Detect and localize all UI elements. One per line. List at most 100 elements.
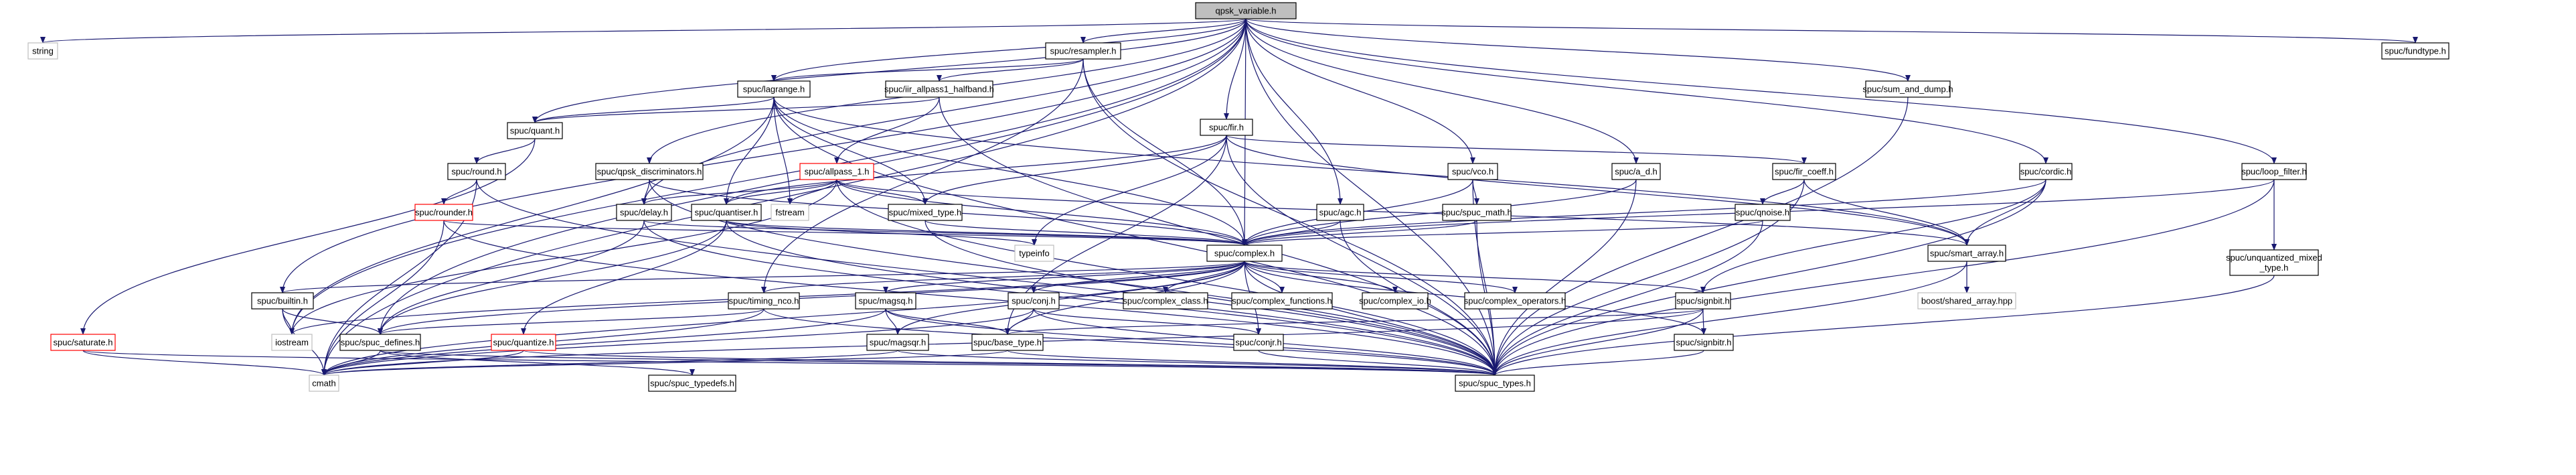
- node-box: [737, 80, 811, 98]
- edge-resampler-to-complex: [1082, 58, 1247, 246]
- node-loop-filter[interactable]: spuc/loop_filter.h: [2241, 163, 2307, 180]
- node-box: [855, 292, 916, 310]
- node-mixed-type[interactable]: spuc/mixed_type.h: [888, 204, 963, 221]
- node-allpass-1[interactable]: spuc/allpass_1.h: [799, 163, 874, 180]
- edge-quantize-to-spuc_types: [523, 350, 1498, 376]
- node-saturate[interactable]: spuc/saturate.h: [50, 334, 116, 351]
- edge-builtin-to-spuc_defines: [282, 308, 383, 335]
- edge-allpass_1-to-smart_array: [836, 179, 1969, 246]
- edge-complex-to-complex_class: [1163, 261, 1245, 293]
- node-sum-and-dump[interactable]: spuc/sum_and_dump.h: [1862, 80, 1953, 98]
- node-spuc-math[interactable]: spuc/spuc_math.h: [1441, 204, 1512, 221]
- node-quantiser[interactable]: spuc/quantiser.h: [691, 204, 762, 221]
- node-resampler[interactable]: spuc/resampler.h: [1045, 42, 1121, 60]
- node-cordic[interactable]: spuc/cordic.h: [2019, 163, 2073, 180]
- node-label: spuc/fundtype.h: [2385, 46, 2446, 56]
- node-conj[interactable]: spuc/conj.h: [1008, 292, 1060, 310]
- edge-allpass_1-to-delay: [641, 179, 837, 205]
- edge-cordic-to-spuc_types: [1492, 179, 2046, 376]
- node-quantize[interactable]: spuc/quantize.h: [491, 334, 556, 351]
- node-qpsk-discriminators[interactable]: spuc/qpsk_discriminators.h: [595, 163, 704, 180]
- node-box: [1123, 292, 1208, 310]
- node-signbitr[interactable]: spuc/signbitr.h: [1674, 334, 1734, 351]
- node-lagrange[interactable]: spuc/lagrange.h: [737, 80, 811, 98]
- node-delay[interactable]: spuc/delay.h: [616, 204, 672, 221]
- node-label: spuc/loop_filter.h: [2241, 167, 2307, 177]
- node-box: [595, 163, 704, 180]
- node-rounder[interactable]: spuc/rounder.h: [414, 204, 473, 221]
- node-qnoise[interactable]: spuc/qnoise.h: [1735, 204, 1791, 221]
- node-box: [1917, 292, 2016, 310]
- edge-lagrange-to-quant: [532, 96, 775, 123]
- edge-iir_allpass1_halfband-to-quant: [532, 96, 940, 123]
- node-complex-class[interactable]: spuc/complex_class.h: [1123, 292, 1208, 310]
- node-box: [1233, 334, 1284, 351]
- node-quant[interactable]: spuc/quant.h: [507, 122, 563, 139]
- node-label: fstream: [775, 208, 804, 218]
- node-box: [1611, 163, 1661, 180]
- edge-quantiser-to-quantize: [521, 220, 727, 335]
- node-fundtype[interactable]: spuc/fundtype.h: [2381, 42, 2449, 60]
- edge-qpsk_variable-to-fundtype: [1245, 18, 2418, 44]
- node-magsqr[interactable]: spuc/magsqr.h: [866, 334, 929, 351]
- node-complex-io[interactable]: spuc/complex_io.h: [1359, 292, 1431, 310]
- node-label: spuc/spuc_math.h: [1441, 208, 1512, 218]
- node-complex-operators[interactable]: spuc/complex_operators.h: [1464, 292, 1566, 310]
- edge-quantiser-to-complex: [726, 220, 1247, 246]
- node-box: [1447, 163, 1498, 180]
- node-timing-nco[interactable]: spuc/timing_nco.h: [728, 292, 800, 310]
- node-spuc-defines[interactable]: spuc/spuc_defines.h: [339, 334, 421, 351]
- edge-qpsk_variable-to-loop_filter: [1245, 18, 2277, 164]
- edge-signbitr-to-spuc_types: [1492, 350, 1704, 376]
- node-conjr[interactable]: spuc/conjr.h: [1233, 334, 1284, 351]
- edge-fir_coeff-to-smart_array: [1803, 179, 1969, 246]
- edge-lagrange-to-spuc_types: [773, 96, 1498, 376]
- node-round[interactable]: spuc/round.h: [447, 163, 506, 180]
- edge-conj-to-cmath: [321, 308, 1034, 376]
- edge-signbit-to-signbitr: [1700, 308, 1706, 335]
- node-spuc-types[interactable]: spuc/spuc_types.h: [1455, 375, 1535, 392]
- node-builtin[interactable]: spuc/builtin.h: [251, 292, 314, 310]
- node-label: spuc/complex_io.h: [1359, 296, 1431, 306]
- node-iir-allpass1-halfband[interactable]: spuc/iir_allpass1_halfband.h: [884, 80, 994, 98]
- node-agc[interactable]: spuc/agc.h: [1316, 204, 1364, 221]
- edge-delay-to-spuc_defines: [378, 220, 645, 335]
- edge-quantiser-to-spuc_types: [726, 220, 1498, 376]
- node-label: spuc/quantiser.h: [695, 208, 758, 218]
- node-spuc-typedefs[interactable]: spuc/spuc_typedefs.h: [648, 375, 736, 392]
- node-box: [1045, 42, 1121, 60]
- node-magsq[interactable]: spuc/magsq.h: [855, 292, 916, 310]
- edge-lagrange-to-quantiser: [724, 96, 775, 205]
- node-smart-array[interactable]: spuc/smart_array.h: [1927, 245, 2006, 262]
- edge-lagrange-to-mixed_type: [773, 96, 928, 205]
- node-fir[interactable]: spuc/fir.h: [1200, 119, 1253, 136]
- edge-qpsk_variable-to-quant: [532, 18, 1246, 123]
- edge-lagrange-to-fstream: [773, 96, 793, 205]
- edge-agc-to-complex: [1242, 220, 1341, 246]
- edge-qpsk_variable-to-agc: [1245, 18, 1343, 205]
- edge-a_d-to-complex: [1242, 179, 1637, 246]
- node-box: [339, 334, 421, 351]
- edge-timing_nco-to-spuc_defines: [378, 308, 764, 335]
- node-complex-functions[interactable]: spuc/complex_functions.h: [1231, 292, 1333, 310]
- edge-allpass_1-to-fstream: [787, 179, 837, 205]
- node-label: spuc/spuc_types.h: [1459, 379, 1531, 389]
- node-qpsk-variable[interactable]: qpsk_variable.h: [1195, 2, 1297, 19]
- node-label: spuc/fir_coeff.h: [1775, 167, 1834, 177]
- node-label: spuc/base_type.h: [973, 338, 1042, 348]
- node-label: spuc/qpsk_discriminators.h: [597, 167, 702, 177]
- node-label: spuc/rounder.h: [415, 208, 473, 218]
- node-label: spuc/round.h: [451, 167, 501, 177]
- node-signbit[interactable]: spuc/signbit.h: [1675, 292, 1731, 310]
- node-complex[interactable]: spuc/complex.h: [1206, 245, 1283, 262]
- node-label: spuc/complex_class.h: [1123, 296, 1208, 306]
- node-base-type[interactable]: spuc/base_type.h: [971, 334, 1044, 351]
- node-label: spuc/spuc_defines.h: [341, 338, 420, 348]
- node-box: [888, 204, 963, 221]
- edge-cordic-to-signbit: [1700, 179, 2046, 293]
- node-unquantized-mixed-type[interactable]: spuc/unquantized_mixed_type.h: [2226, 249, 2322, 276]
- node-vco[interactable]: spuc/vco.h: [1447, 163, 1498, 180]
- node-fir-coeff[interactable]: spuc/fir_coeff.h: [1772, 163, 1836, 180]
- node-label: spuc/lagrange.h: [743, 84, 805, 94]
- node-a-d[interactable]: spuc/a_d.h: [1611, 163, 1661, 180]
